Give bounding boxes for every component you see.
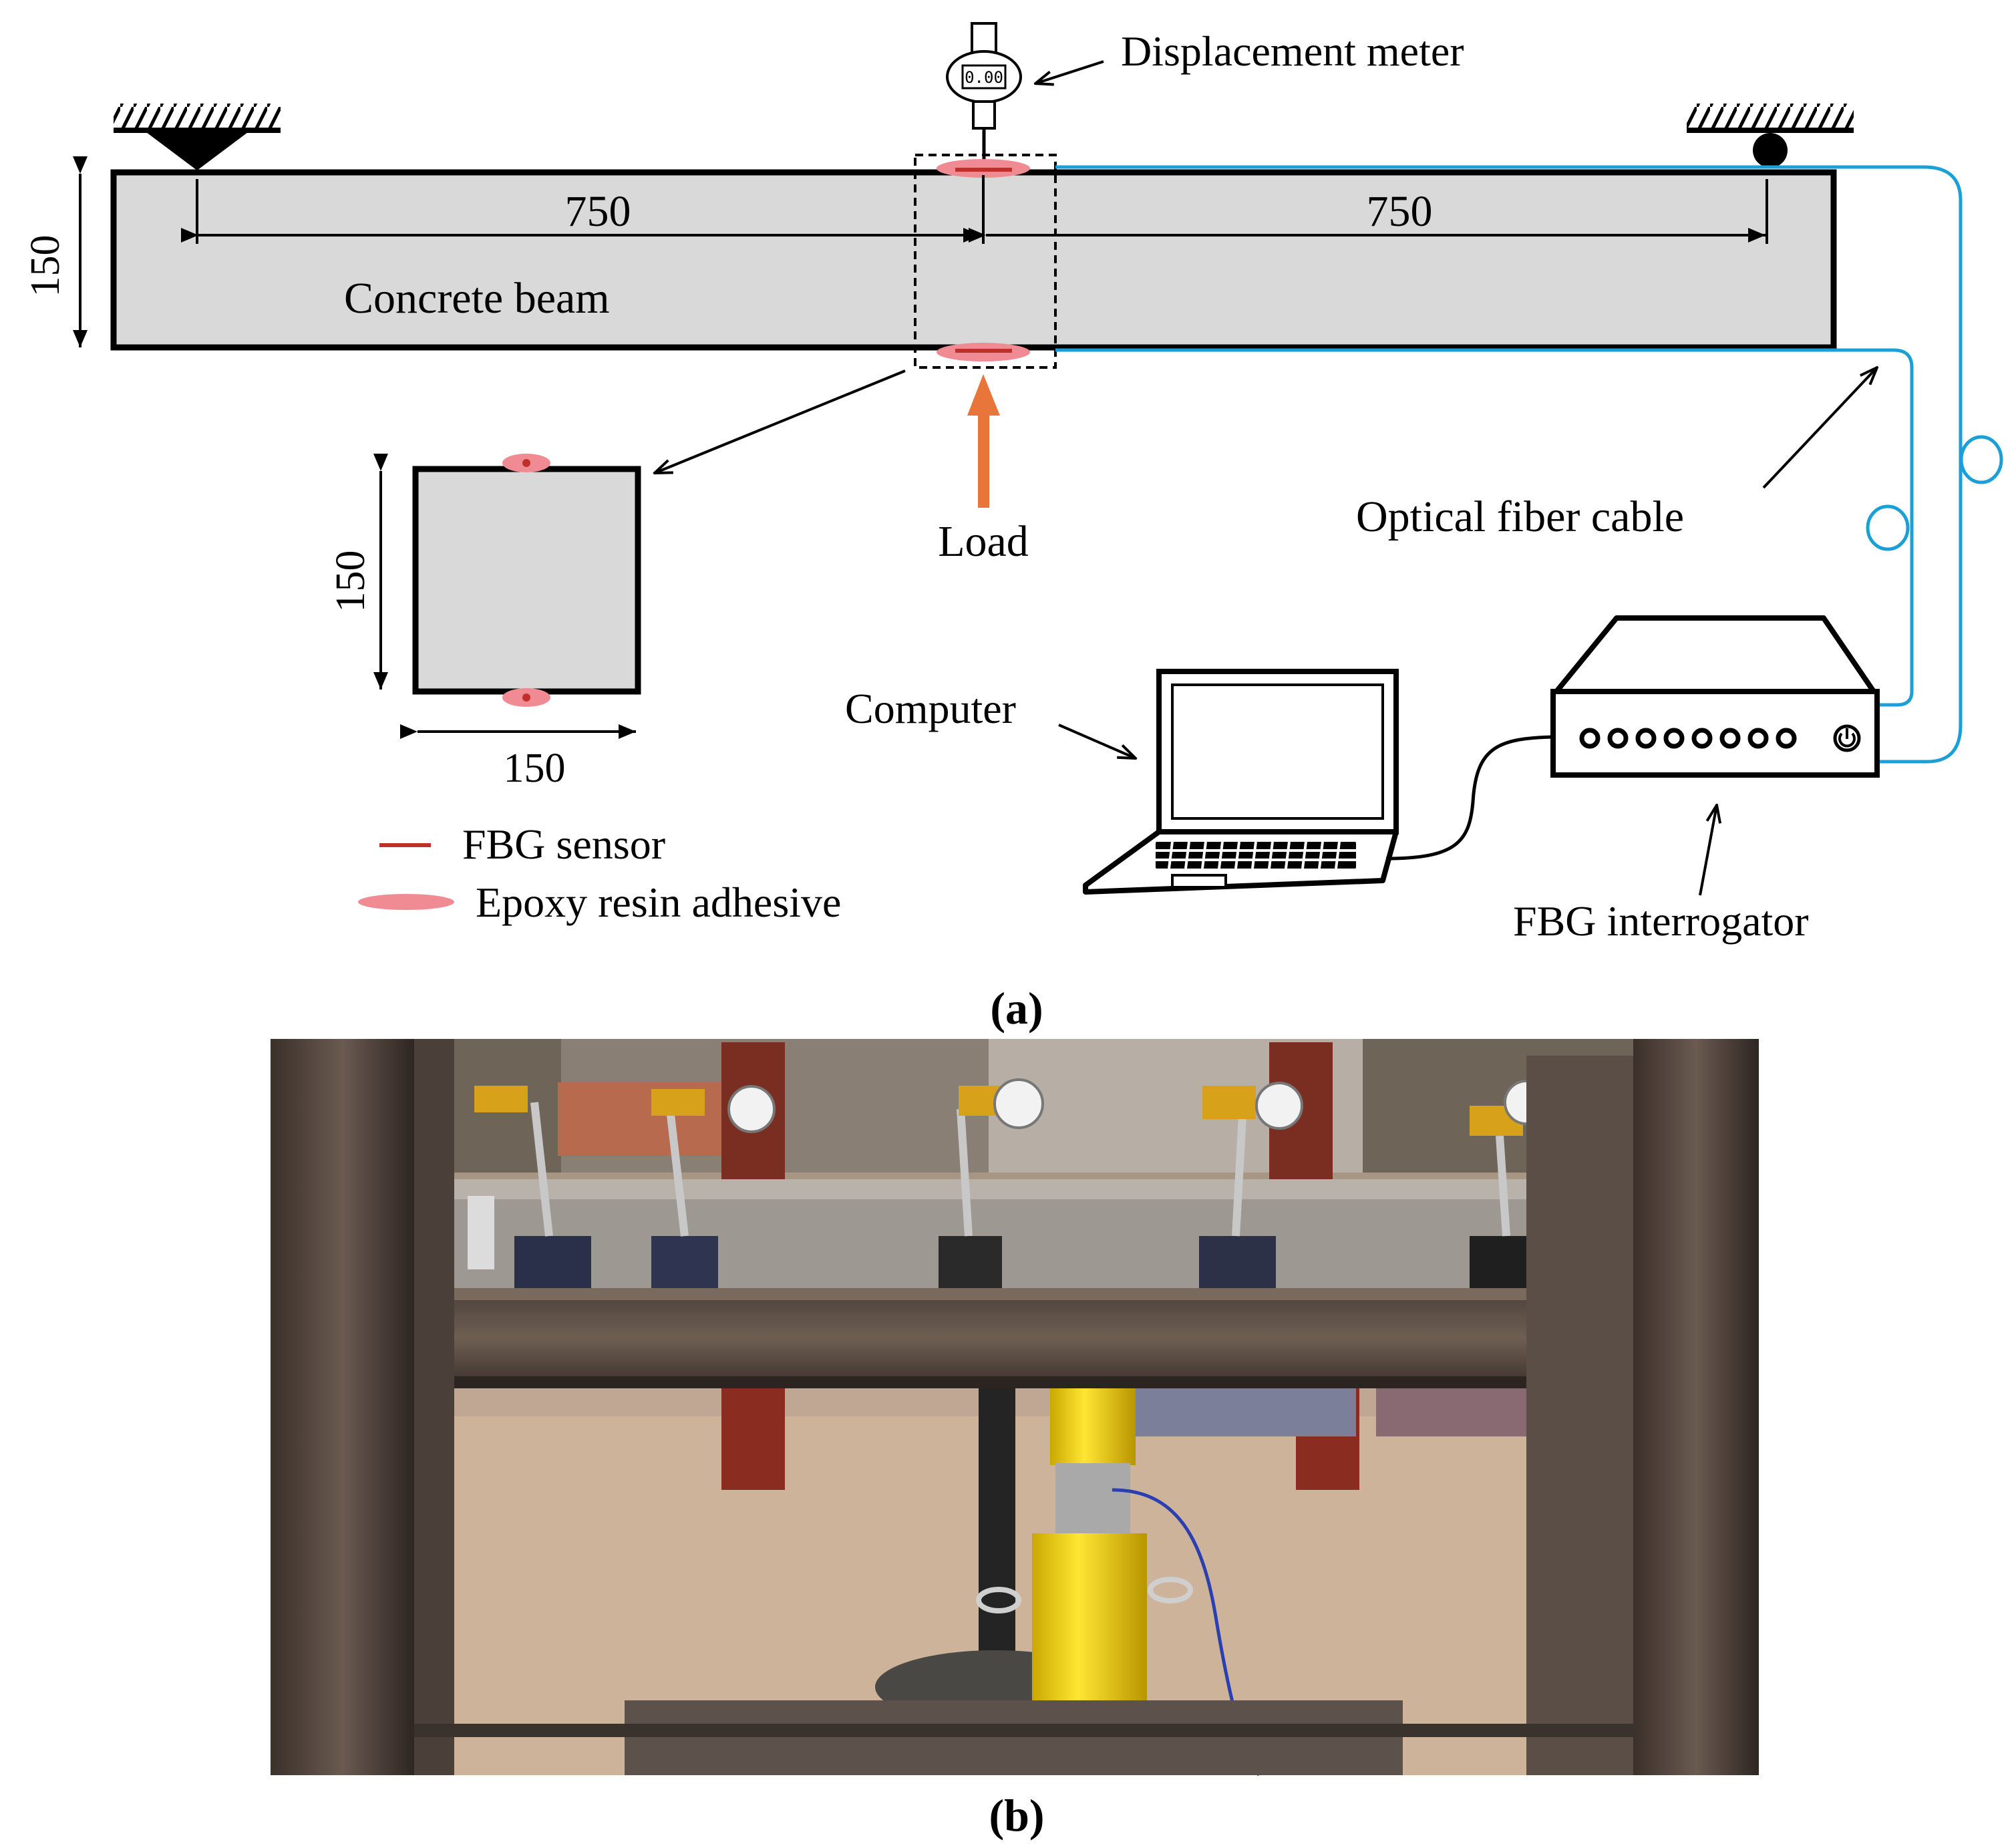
cross-section: 150 150	[328, 454, 641, 791]
power-icon	[1833, 724, 1861, 752]
legend-epoxy-label: Epoxy resin adhesive	[476, 879, 841, 926]
fiber-pointer	[1762, 367, 1877, 489]
displacement-meter-label: Displacement meter	[1121, 27, 1464, 75]
concrete-beam	[110, 169, 1837, 351]
legend-epoxy-swatch	[358, 894, 454, 910]
interrogator-pointer	[1699, 805, 1717, 896]
figure-a: Concrete beam 150 750 750 0.00 Displacem…	[23, 22, 2003, 1034]
interrogator-icon	[1550, 615, 1880, 778]
detail-box	[914, 154, 1057, 369]
interrogator-label: FBG interrogator	[1513, 897, 1809, 945]
legend-fbg-label: FBG sensor	[462, 820, 665, 868]
legend: FBG sensor Epoxy resin adhesive	[358, 820, 841, 926]
span-dimensions: 750 750	[181, 179, 1768, 244]
figure-b-photo	[271, 1039, 1759, 1777]
section-height-label: 150	[328, 551, 373, 613]
section-width-label: 150	[504, 746, 566, 791]
midspan-sensors	[937, 159, 1030, 361]
left-pin-support	[114, 104, 281, 170]
beam-label: Concrete beam	[344, 274, 610, 323]
section-pointer	[655, 369, 906, 473]
beam-height-label: 150	[23, 235, 68, 297]
computer-pointer	[1058, 724, 1136, 758]
right-roller-support	[1687, 104, 1854, 168]
displacement-meter-reading: 0.00	[965, 68, 1003, 87]
caption-a: (a)	[990, 983, 1043, 1034]
computer-icon	[1083, 669, 1399, 895]
beam-height-dimension: 150	[23, 156, 88, 347]
load-label: Load	[938, 517, 1029, 566]
data-cable	[1385, 735, 1554, 861]
computer-label: Computer	[845, 685, 1016, 732]
left-span-label: 750	[565, 187, 631, 236]
optical-fiber-label: Optical fiber cable	[1356, 492, 1684, 541]
displacement-meter: 0.00	[946, 22, 1022, 172]
caption-b: (b)	[989, 1790, 1044, 1841]
displacement-meter-pointer	[1035, 60, 1104, 84]
load-arrow	[967, 374, 1000, 508]
right-span-label: 750	[1367, 187, 1433, 236]
